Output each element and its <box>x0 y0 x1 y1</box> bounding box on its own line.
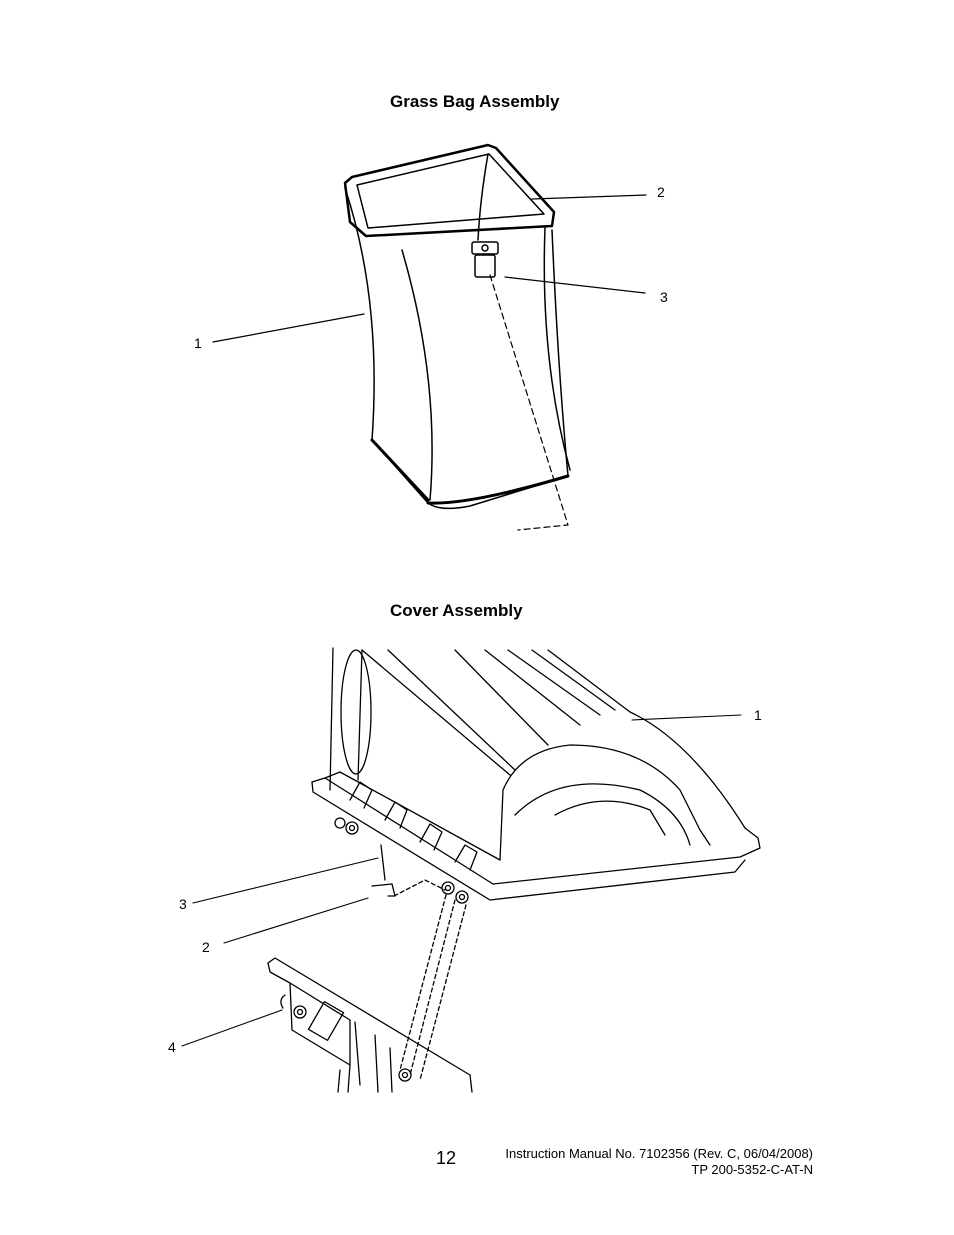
grass-bag-callout-3: 3 <box>660 289 668 305</box>
cover-assembly-title: Cover Assembly <box>390 601 523 620</box>
cover-callout-1: 1 <box>754 707 762 723</box>
manual-number-line: Instruction Manual No. 7102356 (Rev. C, … <box>505 1146 813 1161</box>
grass-bag-title: Grass Bag Assembly <box>390 92 560 111</box>
grass-bag-illustration <box>212 143 647 531</box>
cover-callout-4: 4 <box>168 1039 176 1055</box>
grass-bag-callout-2: 2 <box>657 184 665 200</box>
tp-number-line: TP 200-5352-C-AT-N <box>691 1162 813 1177</box>
page-number: 12 <box>436 1148 457 1168</box>
grass-bag-callout-1: 1 <box>194 335 202 351</box>
cover-callout-3: 3 <box>179 896 187 912</box>
cover-callout-2: 2 <box>202 939 210 955</box>
footer-info: Instruction Manual No. 7102356 (Rev. C, … <box>505 1146 813 1178</box>
